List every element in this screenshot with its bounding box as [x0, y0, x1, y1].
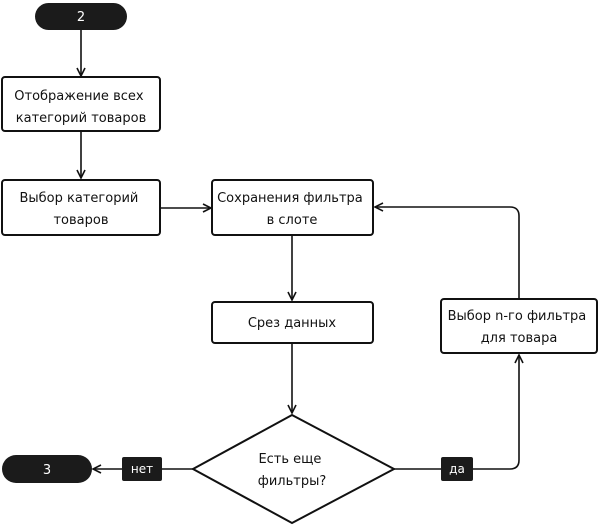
- end-terminal-shape: [2, 455, 92, 483]
- node-choose-categories-line-2: товаров: [53, 213, 108, 228]
- node-save-filter-line-1: Сохранения фильтра: [217, 191, 363, 206]
- node-save-filter-line-2: в слоте: [267, 213, 318, 228]
- node-show-all-categories-line-1: Отображение всех: [14, 89, 144, 104]
- node-choose-categories-line-1: Выбор категорий: [19, 191, 138, 206]
- svg-text:Выбор категорий товаров: Выбор категорий товаров: [19, 191, 142, 228]
- svg-text:Выбор n-го фильтра для т: Выбор n-го фильтра для товара: [448, 309, 591, 346]
- node-data-slice: Срез данных: [211, 301, 374, 344]
- node-show-all-categories-line-2: категорий товаров: [16, 111, 146, 126]
- edge-label-no-text: нет: [131, 462, 153, 476]
- svg-text:Срез данных: Срез данных: [248, 316, 337, 331]
- node-show-all-categories: Отображение всех категорий товаров: [1, 76, 161, 132]
- end-terminal: 3: [2, 455, 92, 483]
- edge-label-no: нет: [122, 457, 162, 481]
- node-choose-nth-filter-line-1: Выбор n-го фильтра: [448, 309, 587, 324]
- start-terminal: 2: [35, 3, 127, 30]
- node-choose-nth-filter-line-2: для товара: [481, 331, 558, 346]
- node-choose-categories: Выбор категорий товаров: [1, 179, 161, 236]
- start-terminal-label: 2: [77, 10, 85, 25]
- edge-label-yes-text: да: [449, 462, 465, 476]
- decision-more-filters-line-2: фильтры?: [258, 474, 327, 489]
- end-terminal-label: 3: [43, 463, 51, 478]
- decision-more-filters-line-1: Есть еще: [258, 452, 321, 467]
- node-data-slice-line-1: Срез данных: [248, 316, 337, 331]
- svg-text:Есть еще фильтры?: Есть еще фильтры?: [258, 452, 327, 489]
- svg-text:Сохранения фильтра в сло: Сохранения фильтра в слоте: [217, 191, 367, 228]
- svg-text:Отображение всех категор: Отображение всех категорий товаров: [14, 89, 147, 126]
- edge-nth-filter-to-save-filter: [375, 207, 520, 298]
- decision-more-filters: Есть еще фильтры?: [190, 413, 397, 525]
- start-terminal-shape: [35, 3, 127, 30]
- node-save-filter: Сохранения фильтра в слоте: [211, 179, 374, 236]
- node-choose-nth-filter: Выбор n-го фильтра для товара: [440, 298, 598, 354]
- edge-decision-yes-to-nth-filter: [394, 355, 519, 470]
- edge-label-yes: да: [441, 457, 473, 481]
